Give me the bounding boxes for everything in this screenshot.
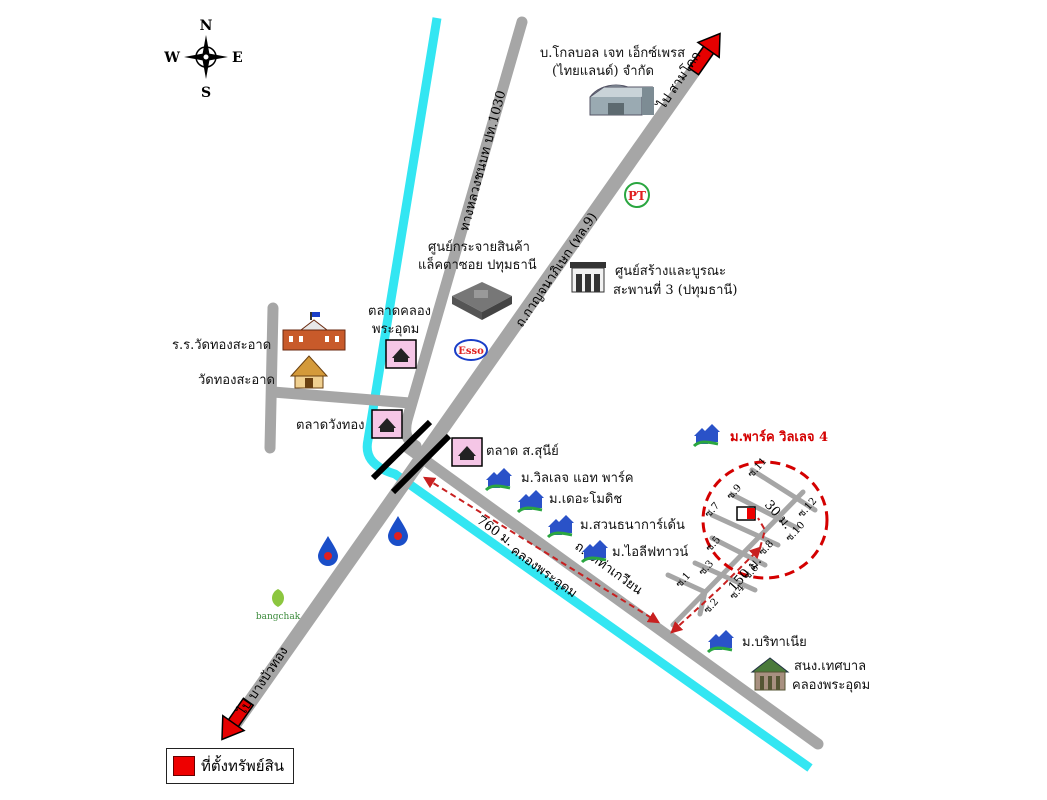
property-swatch xyxy=(173,756,195,776)
municipal-office-icon xyxy=(750,657,790,691)
soi-11-12 xyxy=(749,467,818,513)
village-villa-label: ม.วิลเลจ แอท พาร์ค xyxy=(521,470,634,486)
property-marker xyxy=(736,506,756,521)
highway-south-label: ไป บางบัวทอง xyxy=(233,644,291,719)
compass-e: E xyxy=(232,50,243,66)
compass-icon: N S E W xyxy=(163,18,242,101)
legend-label: ที่ตั้งทรัพย์สิน xyxy=(201,757,284,775)
school-icon xyxy=(282,312,346,351)
village-garden-label: ม.สวนธนาการ์เด้น xyxy=(580,517,685,533)
market-klong-label: ตลาดคลอง xyxy=(368,304,431,319)
bridge-center-label: ศูนย์สร้างและบูรณะ xyxy=(615,263,726,279)
distribution-center-label: ศูนย์กระจายสินค้า xyxy=(428,239,530,255)
village-icon xyxy=(516,490,544,514)
bridge-center-label-2: สะพานที่ 3 (ปทุมธานี) xyxy=(613,281,737,298)
compass-w: W xyxy=(163,50,180,66)
temple-label: วัดทองสะอาด xyxy=(198,373,275,388)
distribution-center-icon xyxy=(452,282,512,320)
village-icon xyxy=(484,468,512,492)
esso-text: Esso xyxy=(458,346,484,357)
company-label: บ.โกลบอล เจท เอ็กซ์เพรส xyxy=(540,43,685,61)
market-icon xyxy=(385,339,417,369)
village-life-label: ม.ไอลีฟทาวน์ xyxy=(612,544,688,560)
pt-station-icon: PT xyxy=(624,182,650,208)
village-domich-label: ม.เดอะโมดิช xyxy=(549,491,622,507)
village-icon xyxy=(580,540,608,564)
bangchak-text: bangchak xyxy=(256,612,301,622)
municipal-label: สนง.เทศบาล xyxy=(794,659,866,674)
soi-7-8 xyxy=(709,512,781,548)
property-radius xyxy=(701,460,829,580)
municipal-label-2: คลองพระอุดม xyxy=(792,678,870,693)
ptt-station-icon xyxy=(388,516,408,546)
route-150 xyxy=(670,546,762,634)
village-icon xyxy=(692,424,720,448)
soi-9-10 xyxy=(730,492,800,531)
soi-labels: ซ.1 ซ.2 ซ.3 ซ.4 ซ.5 ซ.6 ซ.7 ซ.8 ซ.9 ซ.10… xyxy=(674,456,819,616)
compass-s: S xyxy=(201,85,211,101)
bridge xyxy=(370,419,452,495)
route-760 xyxy=(422,476,661,624)
village-icon xyxy=(546,515,574,539)
canal-line xyxy=(362,17,813,772)
village-park-label: ม.พาร์ค วิลเลจ 4 xyxy=(730,429,828,445)
soi-5-label: ซ.5 xyxy=(704,535,723,554)
market-icon xyxy=(451,437,483,467)
market-sanee-label: ตลาด ส.สุนีย์ xyxy=(486,443,559,459)
rural-road-label: ทางหลวงชนบท ปท.1030 xyxy=(457,89,509,233)
building-icon xyxy=(570,262,606,293)
temple-road xyxy=(267,386,416,409)
arrow-south xyxy=(221,697,255,741)
temple-road-vertical xyxy=(264,302,279,454)
warehouse-icon xyxy=(589,84,654,116)
soi-3-label: ซ.3 xyxy=(697,559,716,578)
legend: ที่ตั้งทรัพย์สิน xyxy=(166,748,294,784)
market-klong-label-2: พระอุดม xyxy=(372,322,419,337)
market-icon xyxy=(371,409,403,439)
distribution-center-label-2: แล็คตาซอย ปทุมธานี xyxy=(418,255,537,273)
bangchak-logo: bangchak xyxy=(256,589,301,622)
pt-logo-text: PT xyxy=(628,189,646,203)
rural-road-1030 xyxy=(400,16,528,452)
esso-logo: Esso xyxy=(454,339,488,361)
school-label: ร.ร.วัดทองสะอาด xyxy=(172,338,271,353)
highway-9 xyxy=(229,38,719,729)
village-icon xyxy=(706,630,734,654)
company-label-2: (ไทยแลนด์) จำกัด xyxy=(552,63,654,79)
ptt-station-icon xyxy=(318,536,338,566)
temple-icon xyxy=(289,355,329,389)
compass-n: N xyxy=(200,18,213,34)
market-wangthong-label: ตลาดวังทอง xyxy=(296,418,365,433)
village-boritha-label: ม.บริทาเนีย xyxy=(742,634,807,650)
arrow-north xyxy=(687,32,721,76)
